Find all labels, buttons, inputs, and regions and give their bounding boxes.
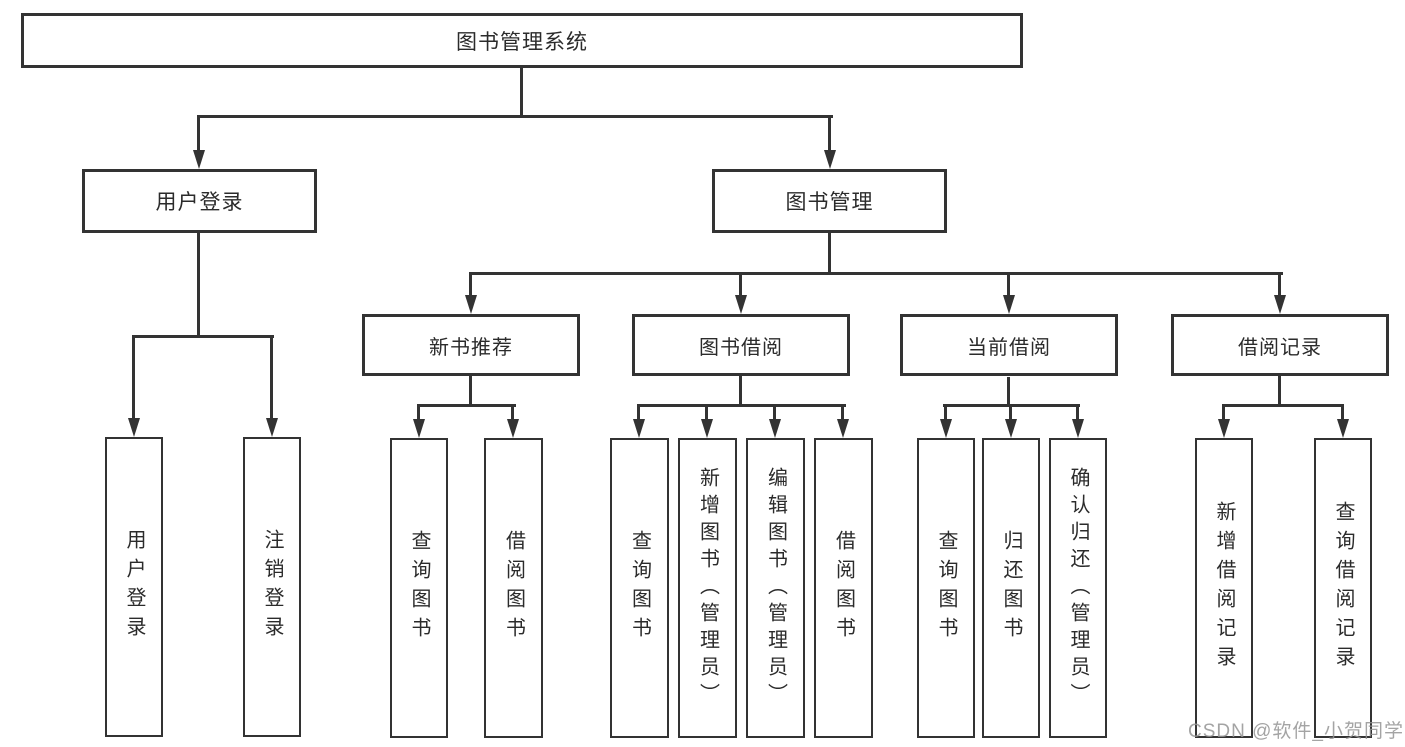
node-leaf-add-borrow-record: 新增借阅记录 — [1195, 438, 1253, 738]
leaf-label: 借阅图书 — [832, 530, 855, 646]
connector-line — [773, 404, 776, 421]
connector-arrowhead-icon — [701, 419, 713, 438]
node-current-borrowing: 当前借阅 — [900, 314, 1118, 376]
connector-arrowhead-icon — [837, 419, 849, 438]
connector-line — [1278, 272, 1281, 297]
connector-line — [944, 404, 947, 421]
connector-arrowhead-icon — [193, 150, 205, 169]
leaf-label: 查询图书 — [628, 530, 651, 646]
connector-arrowhead-icon — [633, 419, 645, 438]
node-borrowing-records: 借阅记录 — [1171, 314, 1389, 376]
connector-line — [132, 335, 135, 420]
connector-arrowhead-icon — [1072, 419, 1084, 438]
node-library-system: 图书管理系统 — [21, 13, 1023, 68]
connector-line — [511, 404, 514, 421]
connector-line — [739, 376, 742, 407]
node-leaf-user-login: 用户登录 — [105, 437, 163, 737]
node-leaf-confirm-return-admin: 确认归还（管理员） — [1049, 438, 1107, 738]
connector-line — [417, 404, 420, 421]
connector-arrowhead-icon — [1005, 419, 1017, 438]
connector-line — [469, 272, 1283, 275]
connector-line — [469, 272, 472, 297]
leaf-label: 新增借阅记录 — [1213, 501, 1235, 675]
node-leaf-query-books: 查询图书 — [917, 438, 975, 738]
leaf-label: 查询图书 — [408, 530, 430, 646]
node-leaf-query-books: 查询图书 — [610, 438, 669, 738]
watermark: CSDN @软件_小贺同学 — [1188, 721, 1404, 742]
connector-line — [197, 115, 200, 152]
connector-line — [841, 404, 844, 421]
node-leaf-query-books: 查询图书 — [390, 438, 448, 738]
connector-line — [1076, 404, 1079, 421]
node-book-management: 图书管理 — [712, 169, 947, 233]
connector-line — [132, 335, 274, 338]
connector-line — [1007, 377, 1010, 407]
node-leaf-borrow-books: 借阅图书 — [814, 438, 873, 738]
connector-arrowhead-icon — [824, 150, 836, 169]
connector-line — [1222, 404, 1344, 407]
connector-arrowhead-icon — [1218, 419, 1230, 438]
connector-arrowhead-icon — [507, 419, 519, 438]
connector-line — [1007, 272, 1010, 297]
node-leaf-return-books: 归还图书 — [982, 438, 1040, 738]
leaf-label: 查询借阅记录 — [1332, 501, 1354, 675]
connector-arrowhead-icon — [940, 419, 952, 438]
leaf-label: 用户登录 — [123, 529, 145, 645]
connector-arrowhead-icon — [1337, 419, 1349, 438]
node-leaf-edit-books-admin: 编辑图书（管理员） — [746, 438, 805, 738]
node-leaf-query-borrow-record: 查询借阅记录 — [1314, 438, 1372, 738]
connector-arrowhead-icon — [769, 419, 781, 438]
node-leaf-borrow-books: 借阅图书 — [484, 438, 543, 738]
connector-line — [270, 335, 273, 420]
connector-line — [520, 66, 523, 118]
node-book-borrowing: 图书借阅 — [632, 314, 850, 376]
connector-arrowhead-icon — [413, 419, 425, 438]
connector-arrowhead-icon — [128, 418, 140, 437]
connector-line — [828, 115, 831, 152]
leaf-label: 编辑图书（管理员） — [764, 466, 787, 710]
connector-arrowhead-icon — [1274, 295, 1286, 314]
connector-arrowhead-icon — [1003, 295, 1015, 314]
connector-line — [1009, 404, 1012, 421]
node-new-book-recommend: 新书推荐 — [362, 314, 580, 376]
node-leaf-add-books-admin: 新增图书（管理员） — [678, 438, 737, 738]
leaf-label: 注销登录 — [261, 529, 283, 645]
leaf-label: 查询图书 — [935, 530, 957, 646]
leaf-label: 归还图书 — [1000, 530, 1022, 646]
node-user-login: 用户登录 — [82, 169, 317, 233]
connector-line — [1278, 375, 1281, 407]
connector-line — [1222, 404, 1225, 421]
node-leaf-logout: 注销登录 — [243, 437, 301, 737]
connector-line — [197, 233, 200, 338]
connector-line — [1341, 404, 1344, 421]
connector-line — [197, 115, 833, 118]
connector-line — [705, 404, 708, 421]
connector-line — [828, 233, 831, 274]
connector-line — [417, 404, 516, 407]
connector-line — [637, 404, 846, 407]
leaf-label: 新增图书（管理员） — [696, 466, 719, 710]
connector-line — [637, 404, 640, 421]
connector-arrowhead-icon — [266, 418, 278, 437]
connector-arrowhead-icon — [465, 295, 477, 314]
leaf-label: 借阅图书 — [502, 530, 525, 646]
connector-line — [739, 272, 742, 297]
leaf-label: 确认归还（管理员） — [1067, 466, 1089, 710]
connector-arrowhead-icon — [735, 295, 747, 314]
connector-line — [469, 376, 472, 407]
